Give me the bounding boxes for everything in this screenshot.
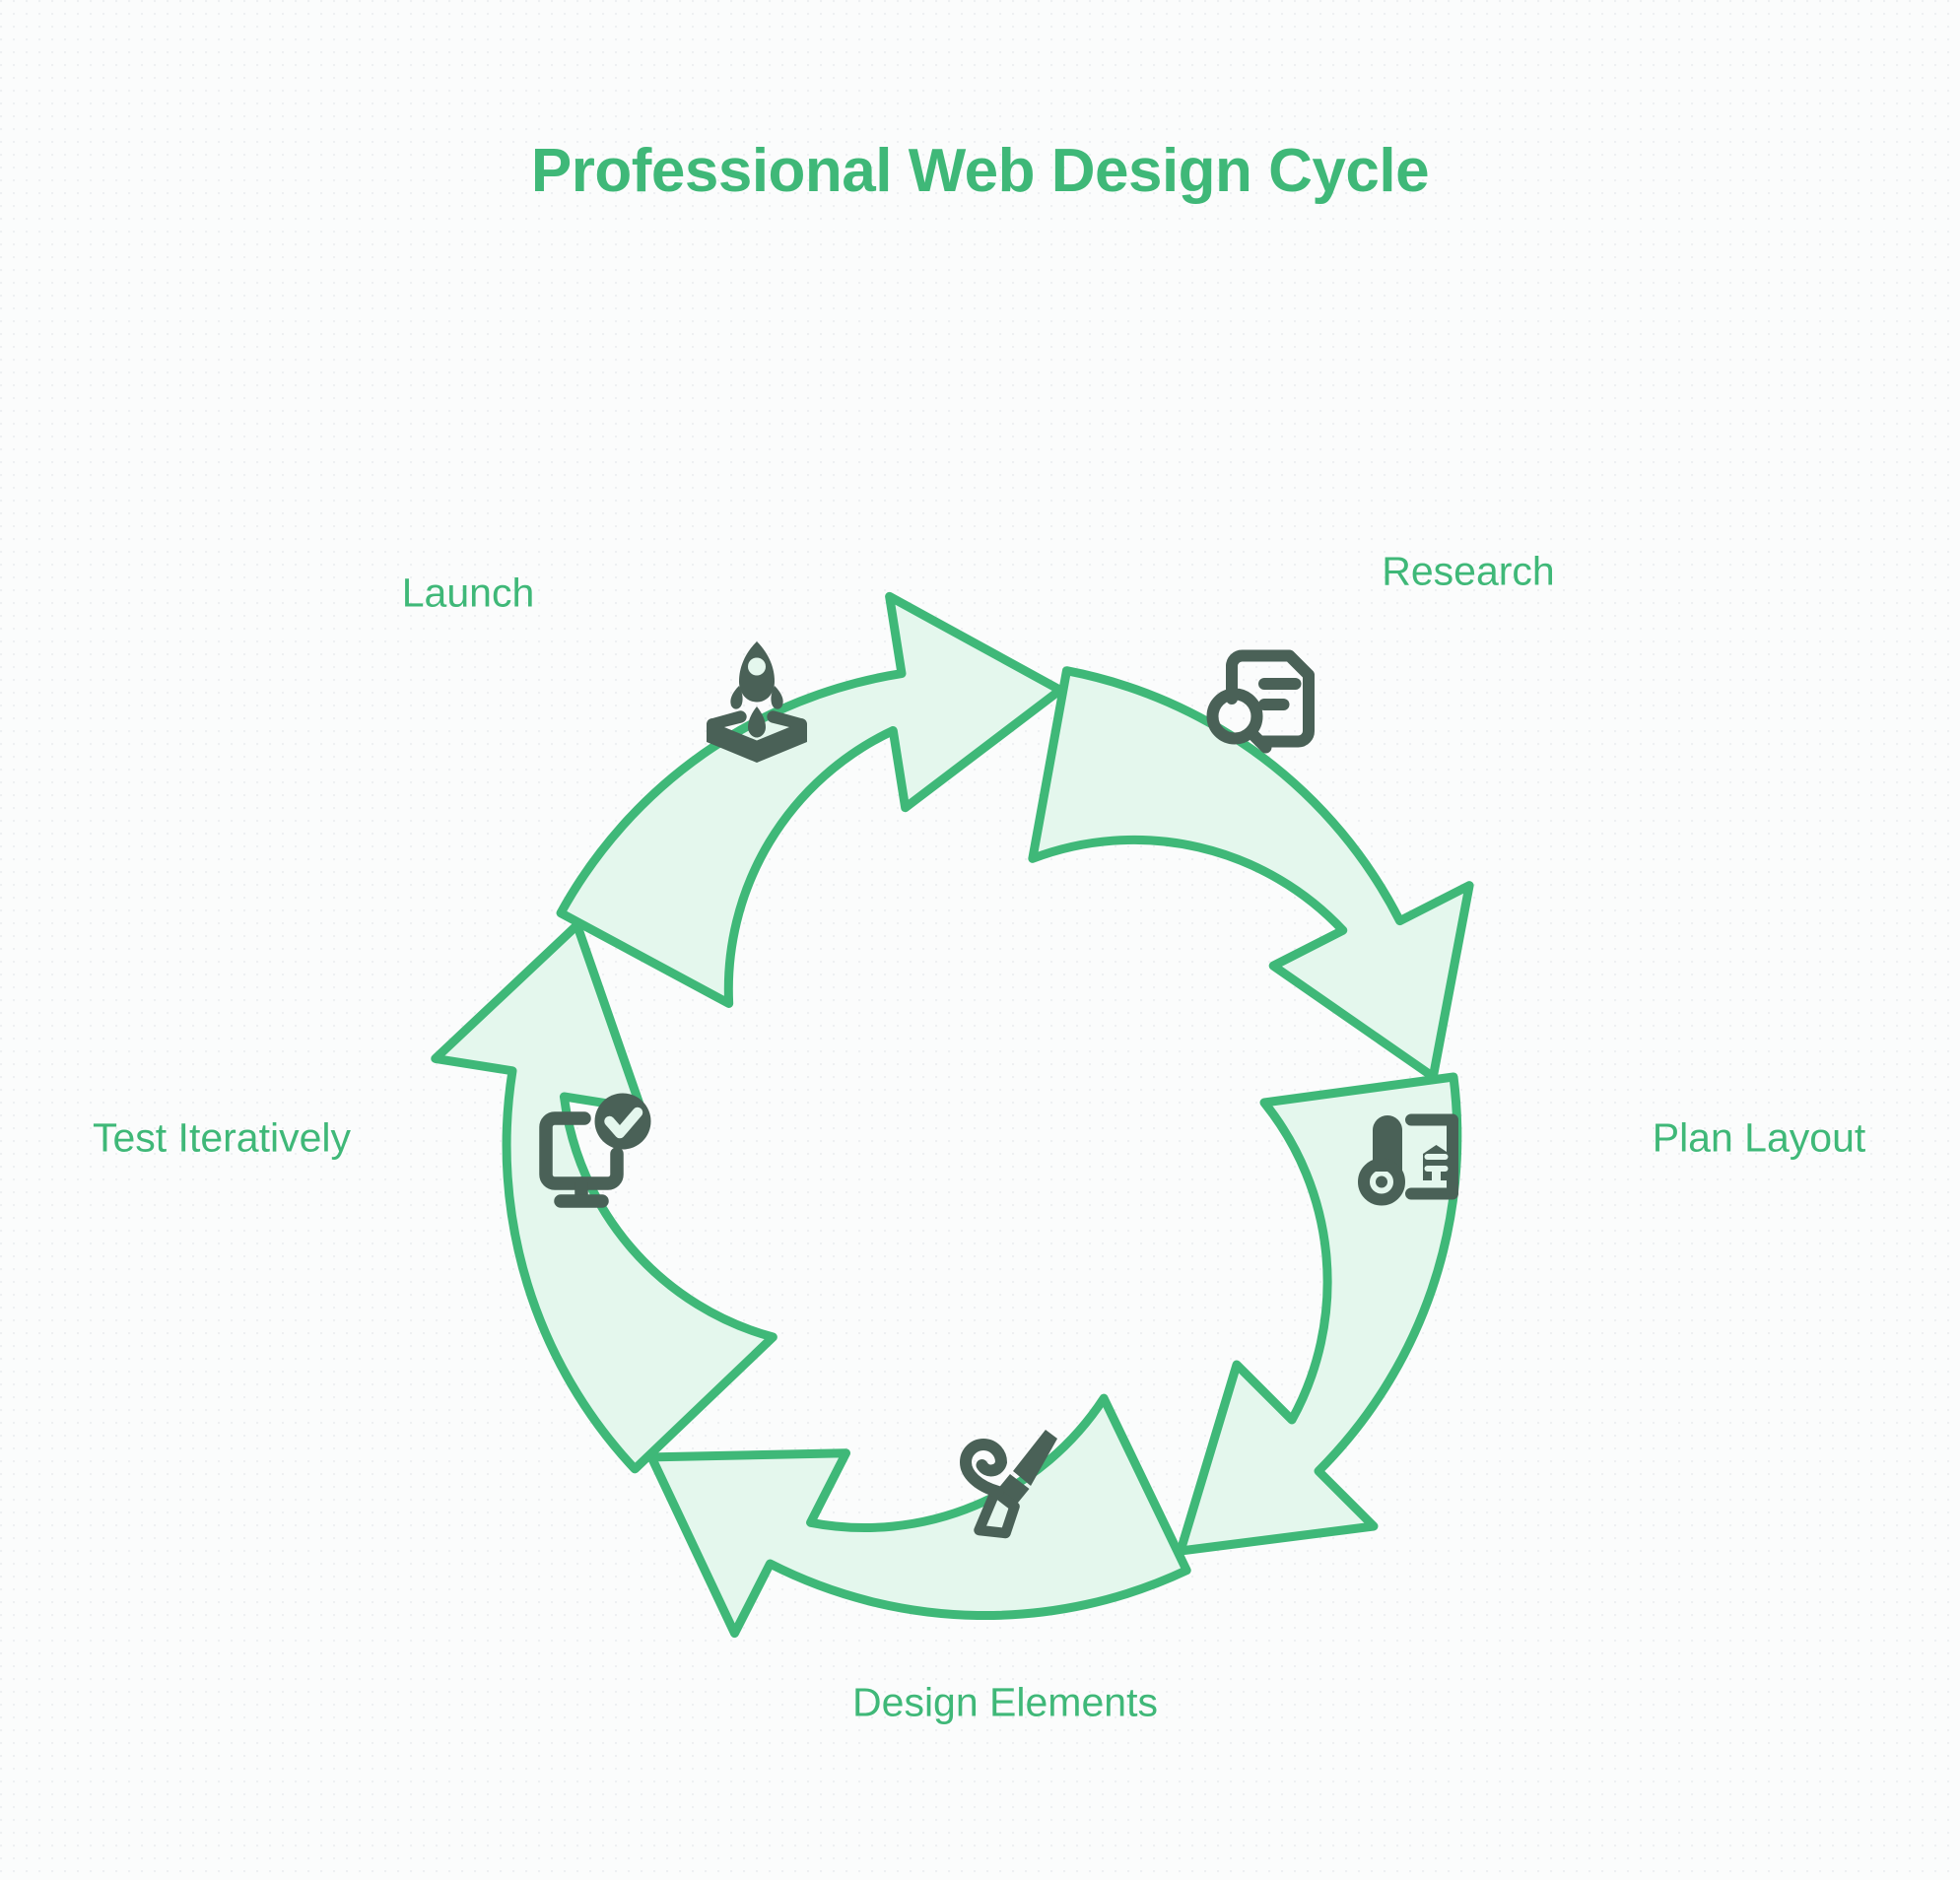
stage-label-design-elements: Design Elements xyxy=(852,1679,1158,1725)
document-magnifier-icon xyxy=(1187,616,1335,764)
stage-label-plan-layout: Plan Layout xyxy=(1652,1114,1866,1161)
stage-label-launch: Launch xyxy=(401,570,535,616)
monitor-check-icon xyxy=(522,1074,670,1222)
segment-launch[interactable] xyxy=(556,527,1065,1073)
paintbrush-icon xyxy=(924,1394,1072,1542)
page-title: Professional Web Design Cycle xyxy=(530,137,1430,205)
rocket-hands-icon xyxy=(683,621,831,769)
blueprint-icon xyxy=(1337,1071,1485,1219)
stage-label-research: Research xyxy=(1382,548,1555,594)
stage-label-test-iteratively: Test Iteratively xyxy=(92,1114,352,1161)
